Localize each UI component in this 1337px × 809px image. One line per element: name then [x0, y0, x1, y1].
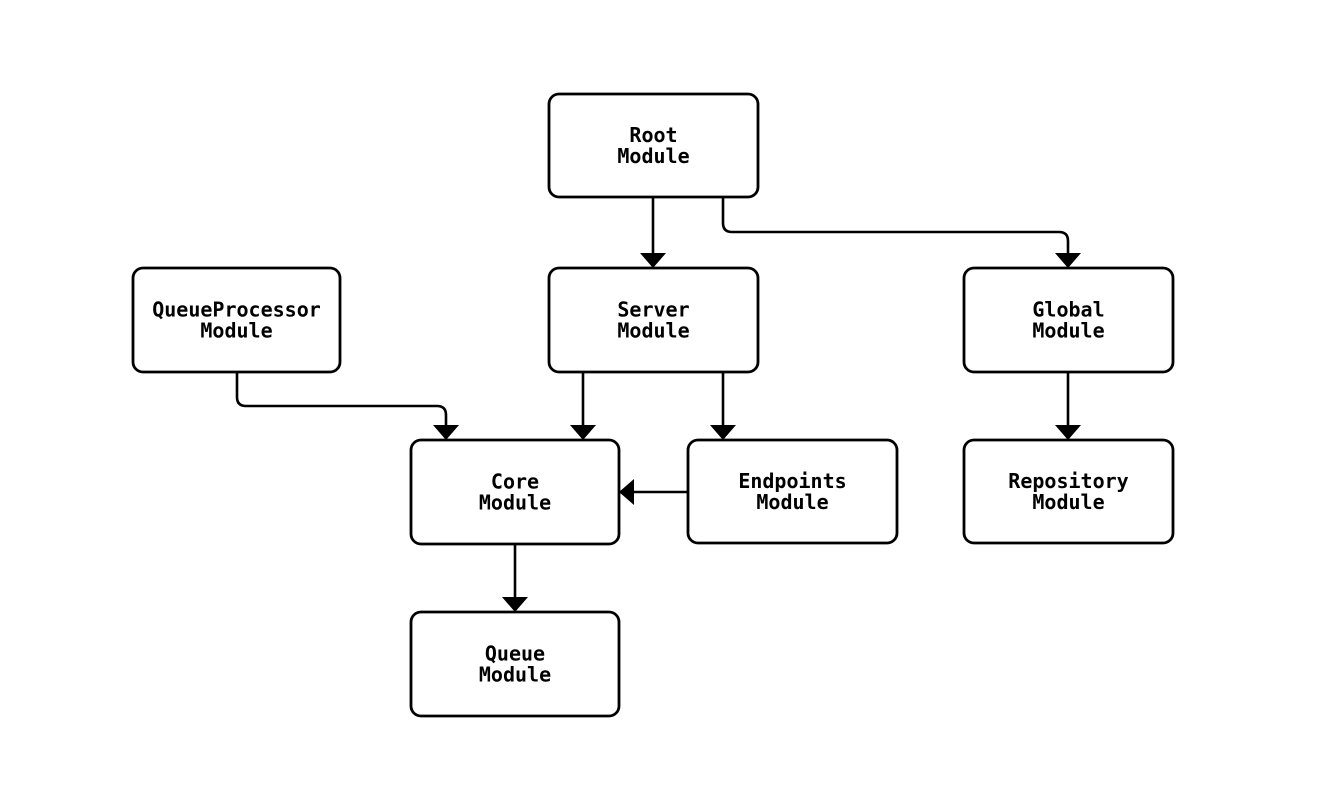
node-label-repository-line1: Repository — [1008, 469, 1128, 493]
edge-line — [235, 372, 448, 427]
node-label-core-line2: Module — [479, 491, 551, 515]
node-label-server-line2: Module — [617, 319, 689, 343]
edge-root-to-global — [721, 197, 1081, 268]
node-box-root — [547, 92, 760, 199]
node-label-server-line1: Server — [617, 298, 689, 322]
edge-server-to-core — [570, 372, 596, 440]
arrowhead-icon — [1055, 425, 1081, 440]
edge-queueprocessor-to-core — [235, 372, 459, 440]
edge-root-to-server — [640, 197, 666, 268]
node-label-root-line1: Root — [629, 123, 677, 147]
node-label-endpoints-line2: Module — [756, 490, 828, 514]
node-label-queue-line1: Queue — [485, 642, 545, 666]
node-label-repository-line2: Module — [1032, 490, 1104, 514]
arrowhead-icon — [570, 425, 596, 440]
edge-line — [721, 197, 1070, 255]
node-box-endpoints — [686, 438, 899, 545]
node-box-queue — [409, 610, 621, 718]
arrowhead-icon — [710, 425, 736, 440]
node-box-queueprocessor — [131, 266, 342, 374]
edge-global-to-repository — [1055, 372, 1081, 440]
node-label-endpoints-line1: Endpoints — [738, 469, 846, 493]
node-label-queueprocessor-line1: QueueProcessor — [152, 298, 321, 322]
node-box-repository — [962, 438, 1175, 545]
arrowhead-icon — [433, 425, 459, 440]
edge-endpoints-to-core — [619, 479, 688, 505]
edge-core-to-queue — [502, 544, 528, 612]
arrowhead-icon — [1055, 253, 1081, 268]
node-label-global-line2: Module — [1032, 319, 1104, 343]
node-box-core — [409, 438, 621, 546]
arrowhead-icon — [502, 597, 528, 612]
node-box-global — [962, 266, 1175, 374]
node-label-queueprocessor-line2: Module — [200, 319, 272, 343]
node-box-server — [547, 266, 760, 374]
arrowhead-icon — [619, 479, 634, 505]
node-label-root-line2: Module — [617, 144, 689, 168]
node-label-core-line1: Core — [491, 470, 539, 494]
edge-server-to-endpoints — [710, 372, 736, 440]
arrowhead-icon — [640, 253, 666, 268]
node-label-global-line1: Global — [1032, 298, 1104, 322]
node-label-queue-line2: Module — [479, 663, 551, 687]
